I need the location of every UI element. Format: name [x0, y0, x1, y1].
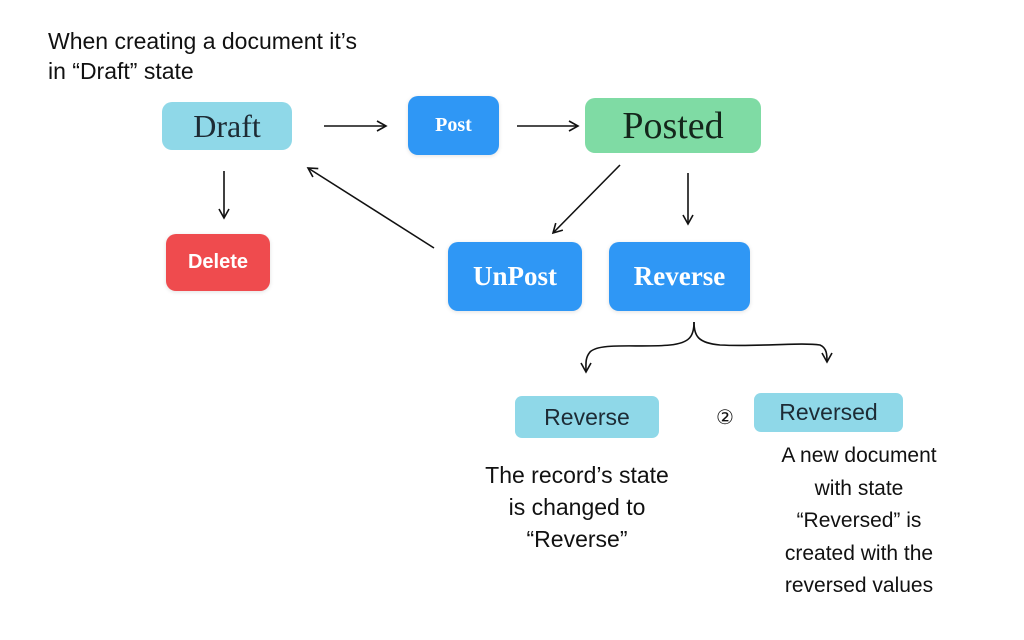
brace-arrow-left — [580, 321, 695, 374]
state-posted[interactable]: Posted — [585, 98, 761, 153]
reverse-button-label: Reverse — [633, 261, 726, 291]
intro-note-line-1: When creating a document it’s — [48, 28, 357, 54]
brace-arrow-right — [693, 321, 833, 364]
state-draft-label: Draft — [193, 107, 261, 144]
note-reversed-line: created with the — [784, 541, 934, 565]
delete-button[interactable]: Delete — [166, 234, 270, 291]
marker-circled-two: ② — [716, 407, 734, 429]
note-reverse-line: “Reverse” — [526, 526, 628, 552]
note-reversed-line: A new document — [781, 444, 937, 467]
intro-note: When creating a document it’s in “Draft”… — [48, 26, 357, 86]
note-reversed-line: with state — [814, 476, 904, 500]
note-reverse: The record’s state is changed to “Revers… — [452, 459, 702, 555]
arrow-unpost-to-draft — [306, 167, 435, 249]
reverse-button[interactable]: Reverse — [609, 242, 750, 311]
note-reverse-line: is changed to — [508, 494, 646, 520]
unpost-button-label: UnPost — [472, 261, 557, 291]
note-reversed: A new document with state “Reversed” is … — [744, 440, 974, 603]
state-reversed-label: Reversed — [779, 399, 878, 425]
unpost-button[interactable]: UnPost — [448, 242, 582, 311]
note-reversed-line: “Reversed” is — [796, 509, 922, 532]
state-draft[interactable]: Draft — [162, 102, 292, 150]
state-reversed[interactable]: Reversed — [754, 393, 903, 432]
note-reverse-line: The record’s state — [485, 462, 669, 488]
note-reversed-line: reversed values — [784, 574, 934, 597]
post-button[interactable]: Post — [408, 96, 499, 155]
state-reverse-label: Reverse — [544, 403, 630, 430]
post-button-label: Post — [435, 114, 472, 136]
delete-button-label: Delete — [187, 251, 249, 273]
state-reverse[interactable]: Reverse — [515, 396, 659, 438]
arrow-posted-to-unpost — [551, 164, 621, 235]
intro-note-line-2: in “Draft” state — [48, 58, 194, 84]
state-posted-label: Posted — [622, 104, 724, 147]
